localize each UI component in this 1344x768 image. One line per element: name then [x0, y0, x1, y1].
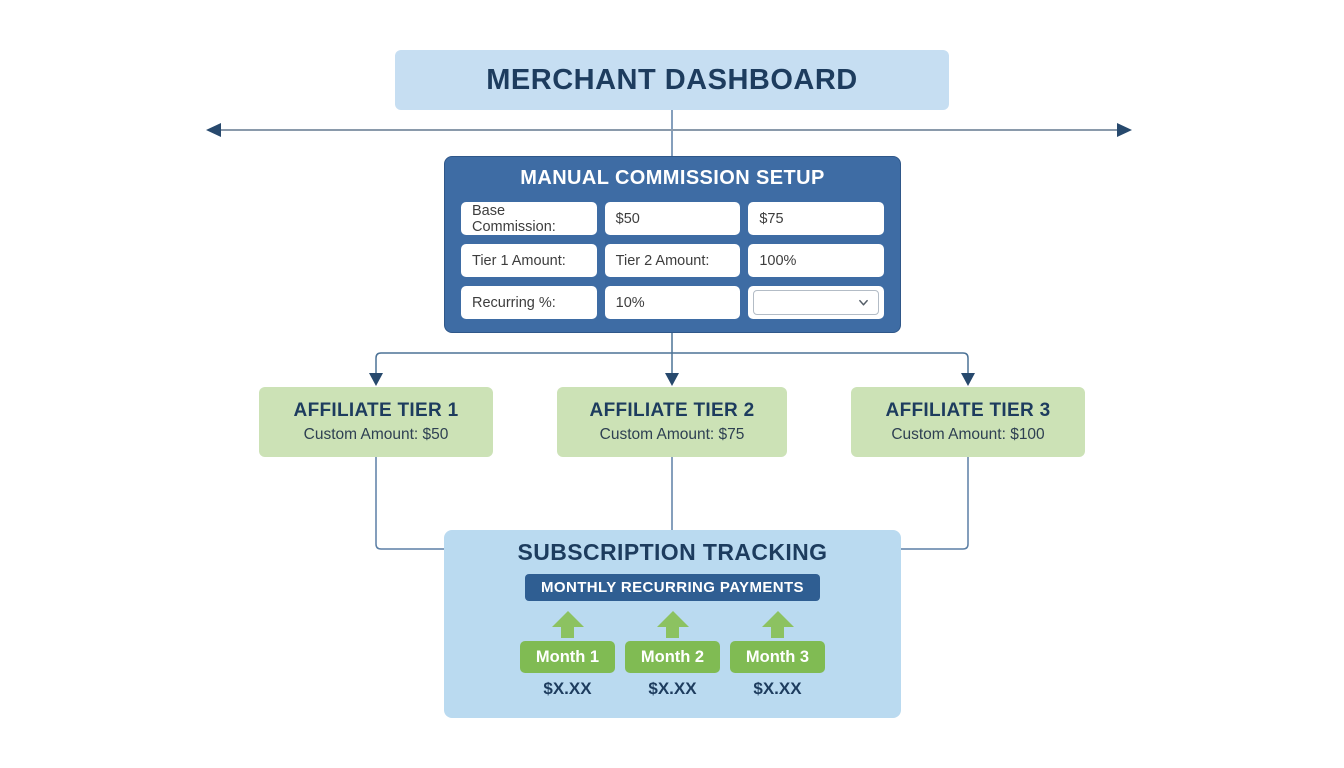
tier1-title: AFFILIATE TIER 1 — [293, 400, 459, 421]
merchant-dashboard-title: MERCHANT DASHBOARD — [486, 63, 858, 96]
month-2-button[interactable]: Month 2 — [625, 641, 720, 673]
secondary-commission-value-input[interactable]: $75 — [748, 202, 884, 235]
tier2-amount-label-cell: Tier 2 Amount: — [604, 244, 741, 277]
tier3-arrowhead — [961, 373, 975, 386]
node-affiliate-tier-2: AFFILIATE TIER 2 Custom Amount: $75 — [557, 387, 787, 457]
left-arrowhead — [206, 123, 221, 137]
month-arrows-row — [520, 611, 825, 638]
arrow-up-icon — [625, 611, 720, 638]
tier1-arrowhead — [369, 373, 383, 386]
tier3-to-subscription-line — [901, 457, 969, 550]
tier2-title: AFFILIATE TIER 2 — [589, 400, 755, 421]
tier1-amount-label-cell: Tier 1 Amount: — [461, 244, 597, 277]
tier2-custom-amount: Custom Amount: $75 — [599, 426, 745, 443]
base-commission-value-input[interactable]: $50 — [604, 202, 741, 235]
tier3-custom-amount: Custom Amount: $100 — [891, 426, 1045, 443]
right-arrowhead — [1117, 123, 1132, 137]
commission-dropdown-cell — [748, 286, 884, 319]
month-1-amount: $X.XX — [543, 679, 592, 698]
node-merchant-dashboard: MERCHANT DASHBOARD — [395, 50, 949, 110]
subscription-tracking-title: SUBSCRIPTION TRACKING — [517, 539, 828, 565]
chevron-down-icon — [859, 299, 868, 306]
branch-line — [375, 352, 969, 375]
tier2-arrowhead — [665, 373, 679, 386]
commission-form-grid: Base Commission: $50 $75 Tier 1 Amount: … — [461, 202, 884, 319]
base-commission-label-cell: Base Commission: — [461, 202, 597, 235]
month-2-amount: $X.XX — [648, 679, 697, 698]
month-3-amount: $X.XX — [753, 679, 802, 698]
tier1-to-subscription-line — [375, 457, 444, 550]
recurring-percent-value-input[interactable]: 10% — [604, 286, 741, 319]
node-affiliate-tier-1: AFFILIATE TIER 1 Custom Amount: $50 — [259, 387, 493, 457]
month-1-button[interactable]: Month 1 — [520, 641, 615, 673]
month-3-button[interactable]: Month 3 — [730, 641, 825, 673]
tier3-title: AFFILIATE TIER 3 — [885, 400, 1051, 421]
monthly-recurring-payments-badge: MONTHLY RECURRING PAYMENTS — [525, 574, 820, 601]
recurring-percent-label-cell: Recurring %: — [461, 286, 597, 319]
tier-percent-value-input[interactable]: 100% — [748, 244, 884, 277]
node-affiliate-tier-3: AFFILIATE TIER 3 Custom Amount: $100 — [851, 387, 1085, 457]
commission-dropdown[interactable] — [753, 290, 879, 315]
node-commission-setup: MANUAL COMMISSION SETUP Base Commission:… — [444, 156, 901, 333]
arrow-up-icon — [520, 611, 615, 638]
month-buttons-row: Month 1 Month 2 Month 3 — [520, 641, 825, 673]
commission-setup-title: MANUAL COMMISSION SETUP — [520, 167, 825, 189]
arrow-up-icon — [730, 611, 825, 638]
node-subscription-tracking: SUBSCRIPTION TRACKING MONTHLY RECURRING … — [444, 530, 901, 718]
month-values-row: $X.XX $X.XX $X.XX — [520, 679, 825, 699]
tier1-custom-amount: Custom Amount: $50 — [303, 426, 449, 443]
